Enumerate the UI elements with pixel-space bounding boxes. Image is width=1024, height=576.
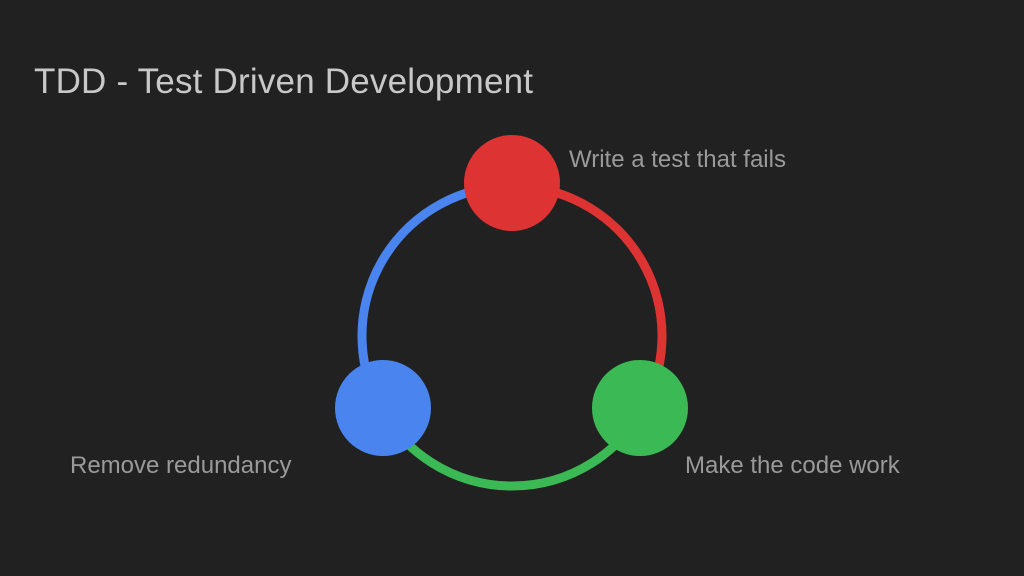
step-label-remove-redundancy: Remove redundancy <box>70 452 292 479</box>
node-remove-redundancy <box>335 360 431 456</box>
node-make-code-work <box>592 360 688 456</box>
slide-title: TDD - Test Driven Development <box>34 62 534 101</box>
step-label-write-failing-test: Write a test that fails <box>569 146 786 173</box>
node-write-failing-test <box>464 135 560 231</box>
step-label-make-code-work: Make the code work <box>685 452 900 479</box>
